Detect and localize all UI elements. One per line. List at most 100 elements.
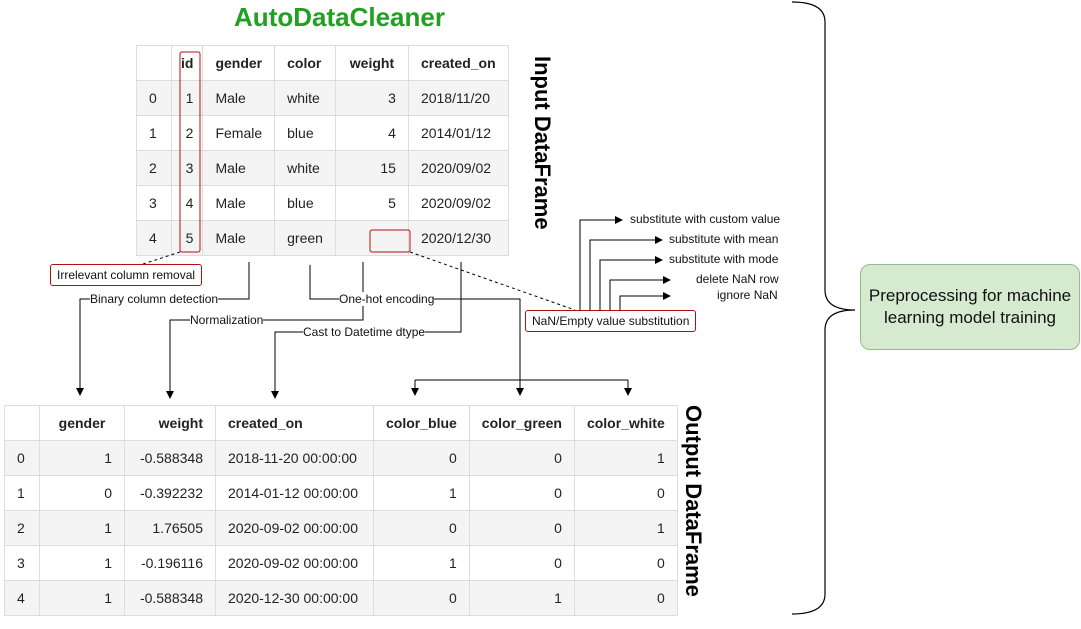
weight-header: weight [334, 45, 409, 81]
weight-header: weight [124, 405, 216, 441]
created-on-cell: 2020/12/30 [407, 220, 509, 256]
id-cell: 5 [170, 220, 204, 256]
weight-cell: 1.76505 [124, 510, 216, 546]
index-cell: 3 [136, 185, 172, 221]
color-header: color [274, 45, 336, 81]
output-dataframe-label: Output DataFrame [681, 405, 706, 597]
color-green-header: color_green [468, 405, 575, 441]
nan-dashed-line [409, 251, 576, 311]
option-arrow [619, 292, 671, 310]
weight-cell: -0.588348 [124, 580, 216, 616]
created-on-cell: 2020/09/02 [407, 185, 509, 221]
gender-header: gender [39, 405, 125, 441]
option-custom-value: substitute with custom value [630, 212, 781, 226]
gender-cell: 1 [39, 580, 125, 616]
weight-cell: -0.588348 [124, 440, 216, 476]
table-row: 1 0 -0.392232 2014-01-12 00:00:00 1 0 0 [4, 475, 678, 511]
gender-cell: Male [202, 150, 276, 186]
normalization-label: Normalization [190, 313, 264, 327]
created-on-cell: 2020/09/02 [407, 150, 509, 186]
id-header: id [170, 45, 204, 81]
binary-column-detection-label: Binary column detection [90, 292, 219, 306]
curly-brace [791, 1, 856, 615]
weight-cell: 5 [334, 185, 409, 221]
gender-cell: Female [202, 115, 276, 151]
option-arrow [609, 276, 671, 310]
id-cell: 4 [170, 185, 204, 221]
index-cell: 0 [136, 80, 172, 116]
color-blue-cell: 1 [373, 545, 470, 581]
output-dataframe-table: gender weight created_on color_blue colo… [4, 405, 678, 616]
onehot-encoding-label: One-hot encoding [339, 292, 435, 306]
color-blue-header: color_blue [373, 405, 470, 441]
color-white-cell: 0 [573, 545, 678, 581]
color-blue-cell: 0 [373, 580, 470, 616]
index-cell: 4 [136, 220, 172, 256]
weight-cell: -0.196116 [124, 545, 216, 581]
index-cell: 1 [136, 115, 172, 151]
color-cell: blue [274, 185, 336, 221]
index-header [136, 45, 172, 81]
gender-cell: 0 [39, 475, 125, 511]
id-cell: 1 [170, 80, 204, 116]
color-white-cell: 0 [573, 580, 678, 616]
option-delete-row: delete NaN row [696, 272, 779, 286]
color-cell: green [274, 220, 336, 256]
created-on-header: created_on [215, 405, 374, 441]
input-dataframe-table: id gender color weight created_on 0 1 Ma… [136, 45, 509, 256]
id-cell: 2 [170, 115, 204, 151]
id-cell: 3 [170, 150, 204, 186]
index-cell: 0 [4, 440, 40, 476]
option-arrow [589, 236, 663, 310]
option-arrow [579, 216, 623, 310]
nan-cell-highlight [369, 229, 411, 253]
color-white-cell: 1 [573, 510, 678, 546]
datetime-cast-label: Cast to Datetime dtype [303, 325, 426, 339]
index-cell: 3 [4, 545, 40, 581]
table-row: 3 1 -0.196116 2020-09-02 00:00:00 1 0 0 [4, 545, 678, 581]
gender-cell: 1 [39, 545, 125, 581]
option-mode: substitute with mode [669, 252, 779, 266]
table-header-row: id gender color weight created_on [136, 45, 509, 81]
id-column-highlight [179, 51, 201, 253]
option-ignore: ignore NaN [717, 288, 778, 302]
weight-cell: 3 [334, 80, 409, 116]
created-on-cell: 2020-09-02 00:00:00 [215, 545, 374, 581]
gender-cell: 1 [39, 510, 125, 546]
weight-cell: 15 [334, 150, 409, 186]
table-row: 2 3 Male white 15 2020/09/02 [136, 150, 509, 186]
normalization-arrow [166, 262, 364, 399]
option-arrow [599, 256, 663, 310]
weight-cell: -0.392232 [124, 475, 216, 511]
index-cell: 4 [4, 580, 40, 616]
created-on-cell: 2020-09-02 00:00:00 [215, 510, 374, 546]
irrelevant-column-removal-label: Irrelevant column removal [50, 264, 203, 286]
color-green-cell: 0 [468, 510, 575, 546]
weight-cell-empty [334, 220, 409, 256]
preprocessing-summary-box: Preprocessing for machine learning model… [860, 264, 1080, 350]
gender-cell: Male [202, 220, 276, 256]
color-green-cell: 0 [468, 545, 575, 581]
weight-cell: 4 [334, 115, 409, 151]
nan-substitution-label: NaN/Empty value substitution [525, 310, 697, 332]
table-row: 1 2 Female blue 4 2014/01/12 [136, 115, 509, 151]
table-row: 3 4 Male blue 5 2020/09/02 [136, 185, 509, 221]
created-on-cell: 2014/01/12 [407, 115, 509, 151]
created-on-header: created_on [407, 45, 509, 81]
app-title: AutoDataCleaner [234, 2, 445, 32]
irrelevant-dashed-line [139, 251, 181, 266]
input-dataframe-label: Input DataFrame [530, 56, 555, 230]
option-mean: substitute with mean [669, 232, 779, 246]
created-on-cell: 2020-12-30 00:00:00 [215, 580, 374, 616]
created-on-cell: 2014-01-12 00:00:00 [215, 475, 374, 511]
table-row: 2 1 1.76505 2020-09-02 00:00:00 0 0 1 [4, 510, 678, 546]
table-row: 4 1 -0.588348 2020-12-30 00:00:00 0 1 0 [4, 580, 678, 616]
table-row: 4 5 Male green 2020/12/30 [136, 220, 509, 256]
color-cell: blue [274, 115, 336, 151]
color-green-cell: 1 [468, 580, 575, 616]
color-green-cell: 0 [468, 440, 575, 476]
color-blue-cell: 0 [373, 510, 470, 546]
color-cell: white [274, 150, 336, 186]
index-cell: 2 [136, 150, 172, 186]
